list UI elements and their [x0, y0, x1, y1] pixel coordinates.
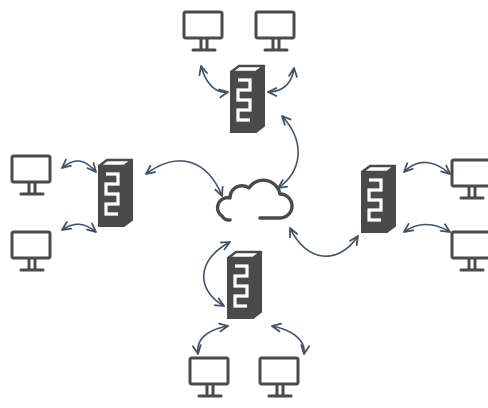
monitor-icon [450, 158, 488, 200]
server-right-cloud-arrow [289, 227, 359, 258]
server-right-client-arrow [403, 223, 451, 233]
server-tower-icon [229, 64, 266, 133]
monitor-icon [10, 230, 52, 272]
server-top-cloud-arrow [277, 115, 299, 189]
server-tower-icon [226, 250, 263, 319]
server-left-cloud-arrow [145, 160, 224, 197]
monitor-icon [10, 154, 52, 196]
server-bottom-client-arrow [192, 322, 229, 355]
server-left-client-arrow [61, 221, 97, 233]
server-bottom-cloud-arrow [202, 241, 231, 307]
server-tower-icon [360, 164, 397, 233]
server-top-client-arrow [267, 67, 298, 97]
server-left-client-arrow [61, 158, 97, 173]
server-bottom-client-arrow [271, 322, 310, 355]
monitor-icon [450, 230, 488, 272]
monitor-icon [188, 356, 230, 398]
monitor-icon [182, 10, 224, 52]
connection-arrows [61, 65, 451, 355]
nodes [10, 10, 488, 398]
server-top-client-arrow [198, 65, 229, 99]
server-right-client-arrow [403, 161, 451, 175]
monitor-icon [254, 10, 296, 52]
cloud-icon [215, 178, 294, 222]
server-tower-icon [97, 158, 134, 227]
monitor-icon [258, 356, 300, 398]
